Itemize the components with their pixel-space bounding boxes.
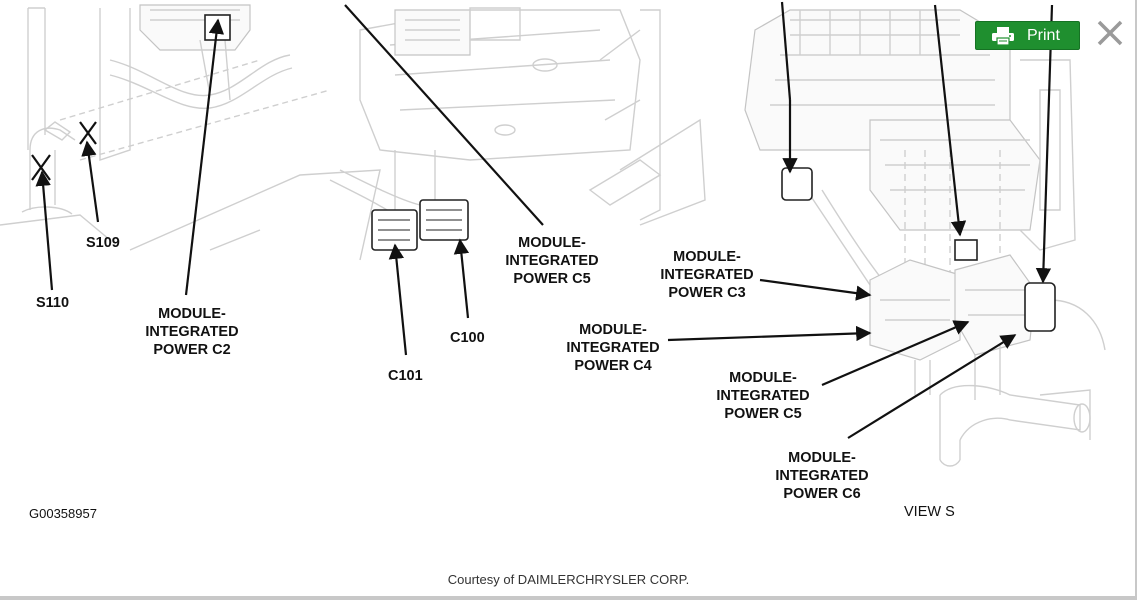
callout-labels: S110 S109 MODULE- INTEGRATED POWER C2 C1… [29, 235, 955, 521]
vehicle-structure-drawing [0, 4, 706, 261]
close-icon [1097, 20, 1123, 46]
print-button[interactable]: Print [975, 21, 1080, 50]
connector-c3-plug [781, 167, 813, 201]
label-c4-line2: INTEGRATED [566, 340, 659, 356]
label-s110: S110 [36, 295, 69, 311]
label-c3-line3: POWER C3 [668, 285, 745, 301]
label-s109: S109 [86, 235, 120, 251]
view-s-drawing [744, 9, 1106, 467]
label-c101: C101 [388, 368, 423, 384]
label-c5top-line2: INTEGRATED [505, 253, 598, 269]
label-c5top-line3: POWER C5 [513, 271, 590, 287]
connector-c5-plug [954, 239, 978, 261]
label-c5-line1: MODULE- [729, 370, 797, 386]
splice-s110-mark [31, 154, 51, 181]
label-c5-line2: INTEGRATED [716, 388, 809, 404]
label-c6-line1: MODULE- [788, 450, 856, 466]
label-c2-line2: INTEGRATED [145, 324, 238, 340]
view-label: VIEW S [904, 504, 955, 520]
leader-lines [35, 1, 1054, 439]
label-c3-line2: INTEGRATED [660, 267, 753, 283]
label-c3-line1: MODULE- [673, 249, 741, 265]
label-c2-line3: POWER C2 [153, 342, 230, 358]
close-button[interactable] [1095, 18, 1125, 48]
print-label: Print [1027, 26, 1060, 44]
label-c4-line3: POWER C4 [574, 358, 651, 374]
figure-id: G00358957 [29, 506, 97, 521]
image-caption: Courtesy of DAIMLERCHRYSLER CORP. [447, 572, 690, 587]
label-c4-line1: MODULE- [579, 322, 647, 338]
label-c5top-line1: MODULE- [518, 235, 586, 251]
label-c5-line3: POWER C5 [724, 406, 801, 422]
label-c100: C100 [450, 330, 485, 346]
printer-icon [992, 26, 1014, 46]
label-c2-line1: MODULE- [158, 306, 226, 322]
label-c6-line2: INTEGRATED [775, 468, 868, 484]
splice-s109-mark [79, 121, 97, 145]
connector-c6-plug [1024, 282, 1056, 332]
label-c6-line3: POWER C6 [783, 486, 860, 502]
